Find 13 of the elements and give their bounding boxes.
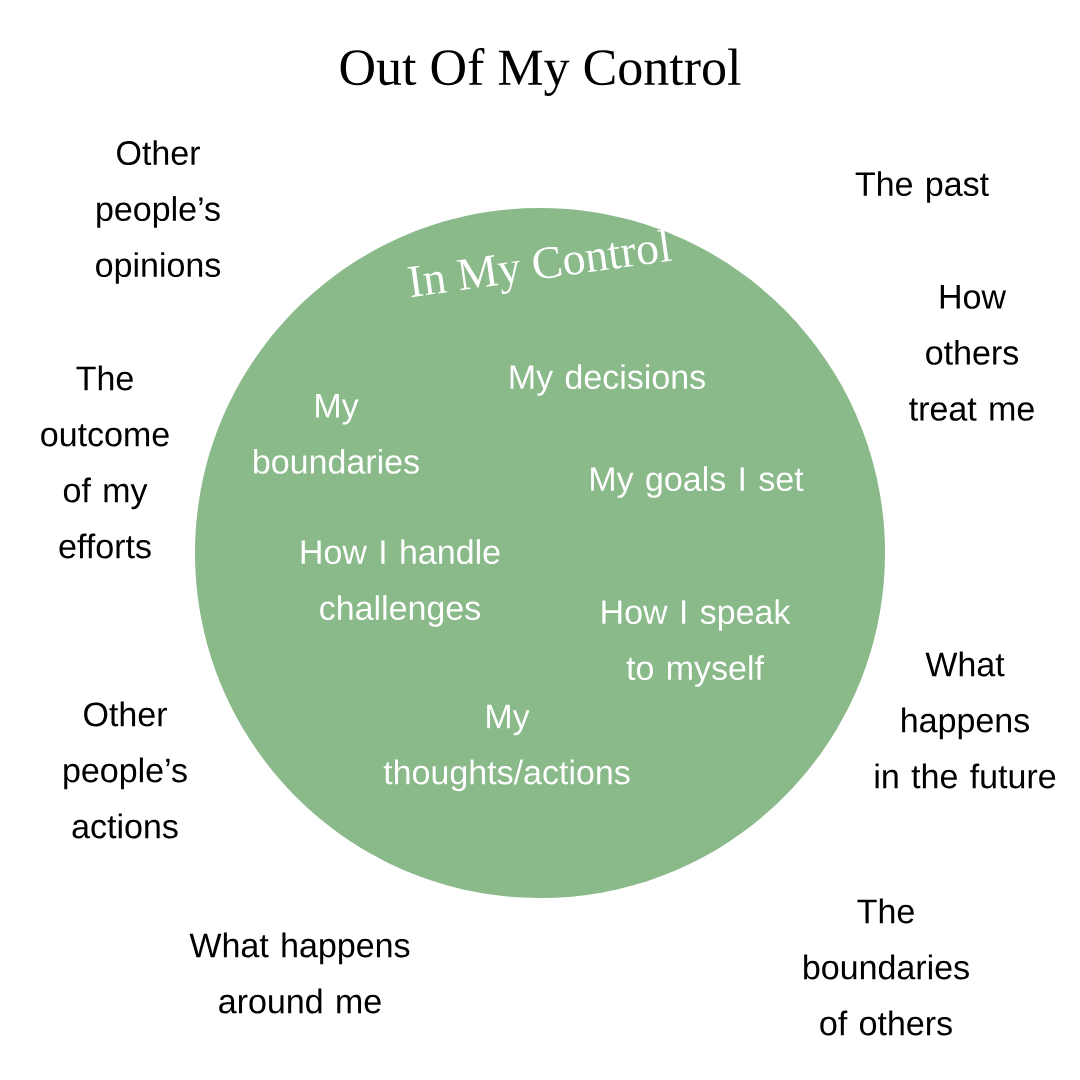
- circle-item: My goals I set: [591, 466, 804, 498]
- circle-item: My boundaries: [254, 394, 419, 474]
- circle-item: My decisions: [510, 364, 705, 396]
- circle-heading: In My Control: [407, 229, 673, 298]
- outside-item: The past: [855, 171, 989, 203]
- circle-item: How I speak to myself: [602, 599, 791, 687]
- outside-item: What happens in the future: [875, 651, 1056, 789]
- title: Out Of My Control: [340, 48, 741, 96]
- outside-item: What happens around me: [189, 932, 410, 1014]
- outside-item: The boundaries of others: [804, 898, 969, 1036]
- circle-item: My thoughts/actions: [383, 704, 630, 792]
- outside-item: Other people’s opinions: [96, 140, 221, 284]
- circle-item: How I handle challenges: [301, 539, 500, 627]
